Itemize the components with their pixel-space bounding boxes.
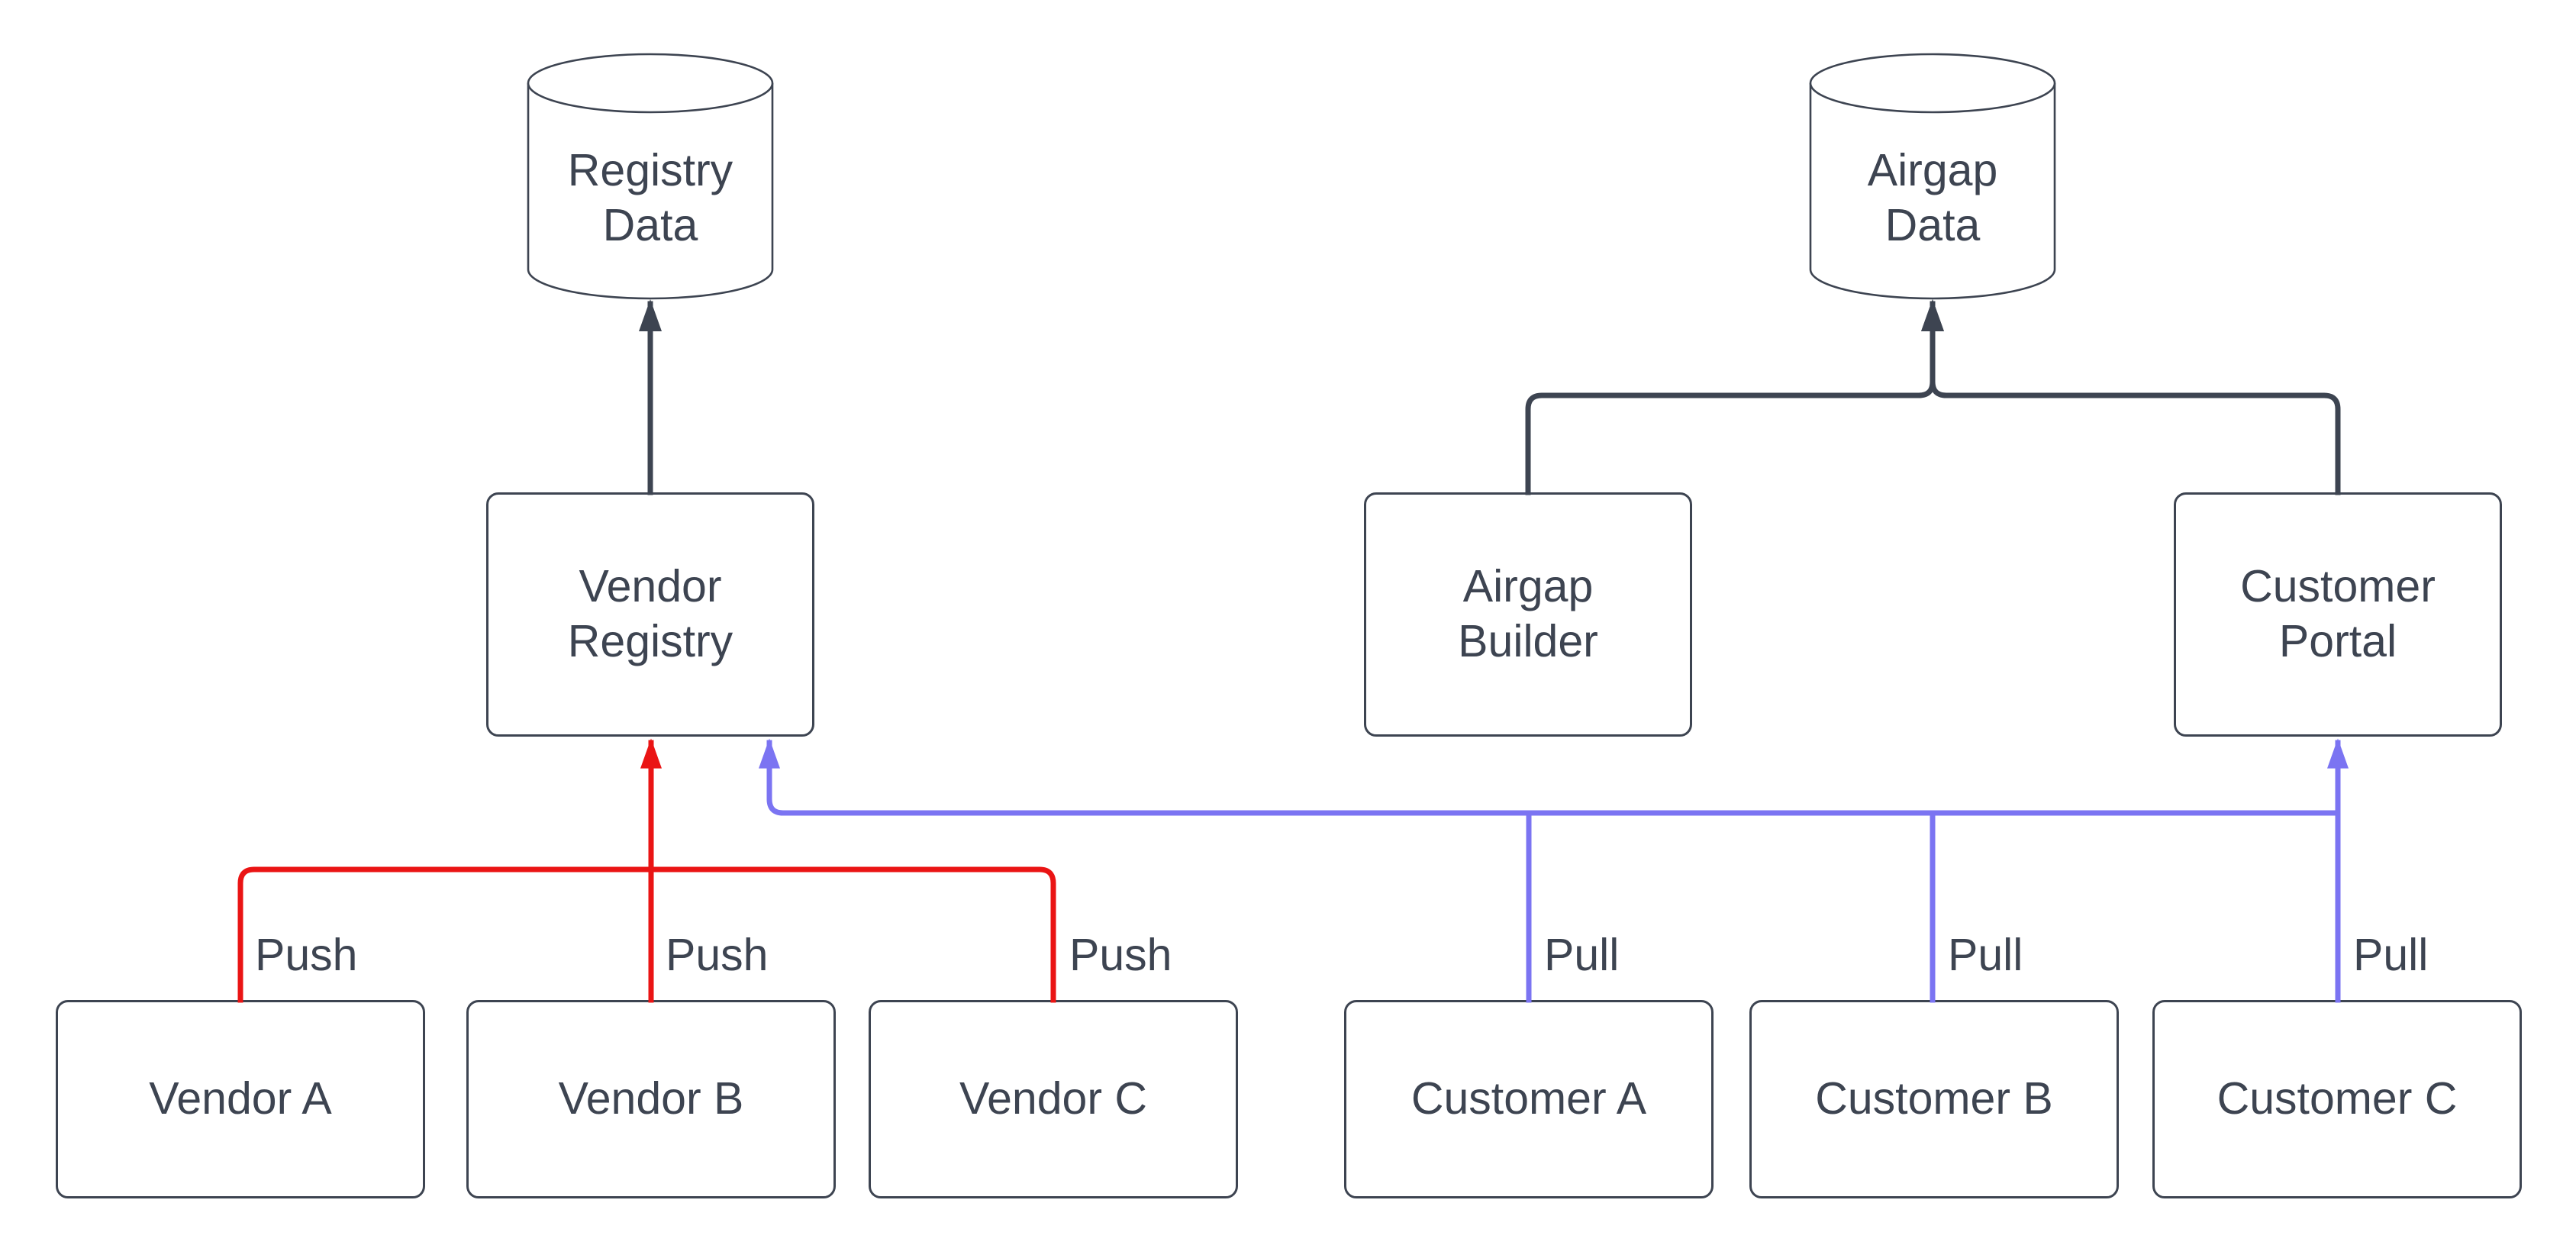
node-label-customer-portal: Customer Portal xyxy=(2240,561,2436,666)
edge-label-push-vendor-b: Push xyxy=(666,930,769,980)
node-label-airgap-builder: Airgap Builder xyxy=(1458,561,1598,666)
node-vendor-b: Vendor B xyxy=(466,1000,836,1198)
node-label-customer-a: Customer A xyxy=(1411,1073,1647,1124)
edge-label-pull-customer-b: Pull xyxy=(1948,930,2023,980)
node-customer-portal: Customer Portal xyxy=(2174,492,2502,737)
node-vendor-c: Vendor C xyxy=(869,1000,1238,1198)
node-label-vendor-b: Vendor B xyxy=(558,1073,744,1124)
node-airgap-data: Airgap Data xyxy=(1810,54,2055,298)
edge-label-push-vendor-a: Push xyxy=(255,930,358,980)
edge-label-pull-customer-a: Pull xyxy=(1544,930,1620,980)
node-label-customer-c: Customer C xyxy=(2217,1073,2458,1124)
node-label-registry-data: Registry Data xyxy=(567,145,733,250)
node-label-vendor-c: Vendor C xyxy=(959,1073,1147,1124)
node-airgap-builder: Airgap Builder xyxy=(1364,492,1692,737)
node-vendor-registry: Vendor Registry xyxy=(486,492,814,737)
edge-pull-bus-to-vendor-registry xyxy=(759,738,2341,816)
edge-airgap-builder-to-airgap-data xyxy=(1525,299,1944,495)
edge-customer-portal-to-airgap-data xyxy=(1921,299,2341,495)
node-customer-b: Customer B xyxy=(1749,1000,2119,1198)
edge-label-pull-customer-c: Pull xyxy=(2353,930,2429,980)
node-label-vendor-registry: Vendor Registry xyxy=(567,561,733,666)
node-label-customer-b: Customer B xyxy=(1815,1073,2053,1124)
node-vendor-a: Vendor A xyxy=(56,1000,425,1198)
node-customer-a: Customer A xyxy=(1344,1000,1714,1198)
node-customer-c: Customer C xyxy=(2152,1000,2522,1198)
node-label-airgap-data: Airgap Data xyxy=(1867,145,1998,250)
node-registry-data: Registry Data xyxy=(528,54,772,298)
node-label-vendor-a: Vendor A xyxy=(149,1073,332,1124)
edge-label-push-vendor-c: Push xyxy=(1069,930,1172,980)
